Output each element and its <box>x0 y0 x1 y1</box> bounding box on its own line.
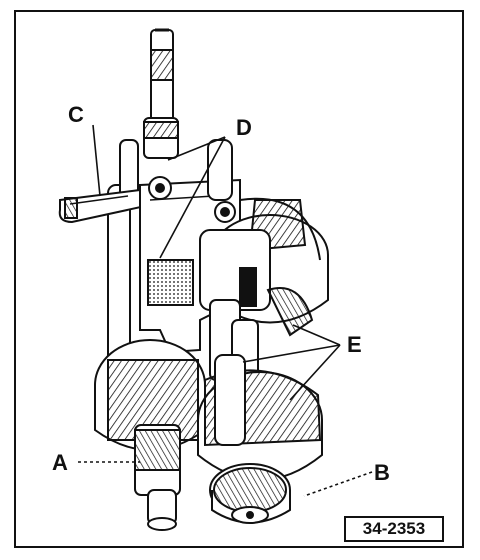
lower-left-gear <box>94 339 206 531</box>
callout-c: C <box>68 102 84 127</box>
input-shaft <box>143 28 179 159</box>
leader-lines <box>78 124 373 497</box>
upper-gear-cluster <box>199 197 329 337</box>
leader-line-c <box>92 124 101 197</box>
shift-lever <box>58 188 152 224</box>
leader-line-b <box>303 471 373 497</box>
callout-b: B <box>374 460 390 485</box>
leader-line-e2 <box>242 344 341 363</box>
leader-line-e1 <box>292 324 341 346</box>
leader-line-d2 <box>159 136 226 259</box>
leader-line-e3 <box>289 344 341 401</box>
lower-right-gear <box>197 354 323 524</box>
figure-reference-number: 34-2353 <box>344 516 444 542</box>
callout-a: A <box>52 450 68 475</box>
callout-d: D <box>236 115 252 140</box>
leader-line-d1 <box>167 136 226 161</box>
callout-e: E <box>347 332 362 357</box>
